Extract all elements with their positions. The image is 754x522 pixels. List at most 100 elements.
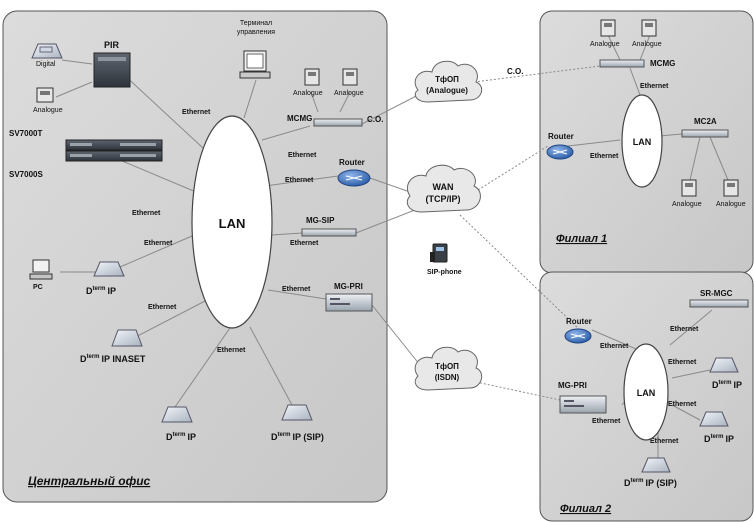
central-mcmg-device bbox=[313, 118, 363, 127]
branch2-ethernet-dterm-a: Ethernet bbox=[668, 359, 697, 366]
branch2-dterm-a-phone-icon bbox=[709, 357, 739, 373]
pstn-isdn-cloud bbox=[414, 346, 483, 391]
branch2-ethernet-mgpri: Ethernet bbox=[592, 418, 621, 425]
dterm-ip-left-phone-icon bbox=[93, 261, 125, 277]
central-router-label: Router bbox=[339, 158, 365, 167]
terminal-icon bbox=[239, 50, 271, 79]
pir-label: PIR bbox=[104, 40, 120, 50]
pc-label: PC bbox=[33, 284, 43, 291]
mcmg-analogue-phone-b-icon bbox=[342, 68, 358, 86]
branch1-mcmg-device bbox=[599, 59, 645, 68]
branch1-co-label: C.O. bbox=[507, 67, 523, 76]
sip-phone-label: SIP-phone bbox=[427, 269, 462, 276]
branch1-lan-ellipse bbox=[621, 94, 663, 188]
branch1-mcmg-label: MCMG bbox=[650, 59, 675, 68]
branch1-router-icon bbox=[546, 144, 574, 160]
ethernet-label-mgsip: Ethernet bbox=[290, 240, 319, 247]
branch2-dterm-b-phone-icon bbox=[699, 411, 729, 427]
ethernet-label-sv: Ethernet bbox=[132, 210, 161, 217]
branch2-router-icon bbox=[564, 328, 592, 344]
branch1-analogue-phone-c-icon bbox=[681, 179, 697, 197]
branch2-lan-ellipse bbox=[623, 343, 669, 441]
branch2-mgpri-device bbox=[559, 395, 607, 414]
branch2-ethernet-srmgc: Ethernet bbox=[670, 326, 699, 333]
sip-phone-icon bbox=[430, 243, 448, 263]
branch1-ethernet-top: Ethernet bbox=[640, 83, 669, 90]
pstn-analogue-cloud bbox=[414, 60, 483, 103]
pstn-isdn-line2: (ISDN) bbox=[435, 373, 460, 382]
pir-cabinet bbox=[93, 52, 131, 88]
srmgc-label: SR-MGC bbox=[700, 289, 733, 298]
branch2-lan-label: LAN bbox=[637, 388, 656, 398]
srmgc-device bbox=[689, 299, 749, 308]
digital-label: Digital bbox=[36, 61, 56, 68]
branch2-dterm-sip-phone-icon bbox=[641, 457, 671, 473]
dterm-ip-inaset-phone-icon bbox=[111, 329, 143, 347]
terminal-label-line2: управления bbox=[237, 29, 275, 36]
central-mgpri-device bbox=[325, 293, 373, 312]
central-router-icon bbox=[337, 169, 371, 187]
central-office-title: Центральный офис bbox=[28, 474, 151, 488]
branch1-lan-label: LAN bbox=[633, 137, 652, 147]
wan-cloud bbox=[406, 164, 481, 213]
central-ethernet-labels: Ethernet Ethernet Ethernet Ethernet Ethe… bbox=[132, 109, 319, 354]
pstn-analogue-line1: ТфОП bbox=[435, 75, 459, 84]
branch2-ethernet-router: Ethernet bbox=[600, 343, 629, 350]
branch2-title: Филиал 2 bbox=[560, 503, 611, 515]
dterm-ip-bottom-left-phone-icon bbox=[161, 406, 193, 423]
branch1-analogue-phone-b-icon bbox=[641, 19, 657, 37]
branch1-analogue-c-label: Analogue bbox=[672, 201, 702, 208]
ethernet-label-inaset: Ethernet bbox=[148, 304, 177, 311]
ethernet-label-pc: Ethernet bbox=[144, 240, 173, 247]
wan-line2: (TCP/IP) bbox=[426, 194, 461, 204]
ethernet-label-router: Ethernet bbox=[285, 177, 314, 184]
mgsip-label: MG-SIP bbox=[306, 216, 335, 225]
ethernet-label-terminal: Ethernet bbox=[182, 109, 211, 116]
central-lan-ellipse bbox=[191, 115, 273, 329]
branch2-router-label: Router bbox=[566, 317, 592, 326]
central-lan-label: LAN bbox=[219, 216, 246, 231]
ethernet-label-bottom: Ethernet bbox=[217, 347, 246, 354]
mcmg-analogue-b-label: Analogue bbox=[334, 90, 364, 97]
branch1-analogue-b-label: Analogue bbox=[632, 41, 662, 48]
wan-line1: WAN bbox=[433, 182, 454, 192]
sv7000s-label: SV7000S bbox=[9, 170, 43, 179]
digital-phone-icon bbox=[31, 43, 63, 59]
branch1-analogue-phone-d-icon bbox=[723, 179, 739, 197]
branch2-ethernet-dterm-b: Ethernet bbox=[668, 401, 697, 408]
central-mcmg-label: MCMG bbox=[287, 114, 312, 123]
branch1-ethernet-router: Ethernet bbox=[590, 153, 619, 160]
dterm-ip-sip-bottom-phone-icon bbox=[281, 404, 313, 421]
sv7000t-rack bbox=[65, 139, 163, 162]
terminal-label-line1: Терминал bbox=[240, 20, 272, 27]
central-co-label: C.O. bbox=[367, 115, 383, 124]
analogue-phone-icon bbox=[36, 87, 54, 103]
branch-lines bbox=[567, 34, 729, 460]
mgsip-device bbox=[301, 228, 357, 237]
analogue-label: Analogue bbox=[33, 107, 63, 114]
branch1-analogue-a-label: Analogue bbox=[590, 41, 620, 48]
pc-icon bbox=[29, 259, 53, 280]
pstn-isdn-line1: ТфОП bbox=[435, 362, 459, 371]
branch1-title: Филиал 1 bbox=[556, 233, 607, 245]
central-mgpri-label: MG-PRI bbox=[334, 282, 363, 291]
wan-dashed-links bbox=[459, 65, 601, 401]
branch1-mc2a-label: MC2A bbox=[694, 117, 717, 126]
branch1-mc2a-device bbox=[681, 129, 729, 138]
branch1-analogue-d-label: Analogue bbox=[716, 201, 746, 208]
sv7000t-label: SV7000T bbox=[9, 129, 42, 138]
branch1-router-label: Router bbox=[548, 132, 574, 141]
ethernet-label-mgpri: Ethernet bbox=[282, 286, 311, 293]
ethernet-label-mcmg: Ethernet bbox=[288, 152, 317, 159]
branch1-analogue-phone-a-icon bbox=[600, 19, 616, 37]
mcmg-analogue-phone-a-icon bbox=[304, 68, 320, 86]
mcmg-analogue-a-label: Analogue bbox=[293, 90, 323, 97]
